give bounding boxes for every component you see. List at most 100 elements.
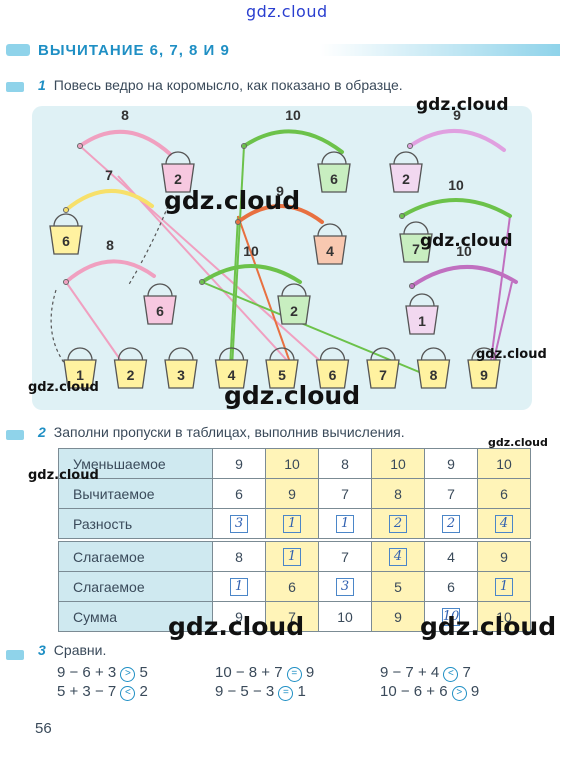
answer-box[interactable]: 2 — [389, 515, 407, 533]
watermark: gdz.cloud — [168, 612, 305, 641]
comparison-sign[interactable]: = — [278, 686, 294, 701]
yoke — [400, 198, 512, 218]
answer-box[interactable]: 3 — [230, 515, 248, 533]
bucket-label: 8 — [430, 367, 438, 383]
answer-box[interactable]: 4 — [389, 548, 407, 566]
top-bucket — [313, 235, 347, 265]
connector-line — [65, 281, 127, 369]
bucket-handle — [319, 347, 346, 361]
answer-box[interactable]: 1 — [230, 578, 248, 596]
answer-box[interactable]: 1 — [336, 515, 354, 533]
top-bucket — [399, 233, 433, 263]
header-bar — [0, 40, 560, 60]
yoke — [242, 129, 344, 154]
yoke-label: 10 — [243, 243, 259, 259]
yoke-label: 8 — [106, 237, 114, 253]
bottom-bucket — [63, 359, 97, 389]
answer-box[interactable]: 10 — [441, 608, 461, 626]
bucket-label: 3 — [177, 367, 185, 383]
yoke — [64, 259, 156, 284]
answer-box[interactable]: 2 — [442, 515, 460, 533]
table-cell: 10 — [477, 601, 531, 632]
comparison-right: 5 — [135, 664, 148, 681]
bucket-label: 6 — [329, 367, 337, 383]
task-marker-3 — [6, 650, 24, 660]
comparison-sign[interactable]: < — [120, 686, 136, 701]
bottom-bucket — [366, 359, 400, 389]
top-bucket — [277, 295, 311, 325]
page-title: ВЫЧИТАНИЕ 6, 7, 8 И 9 — [38, 42, 230, 59]
comparison-left: 10 − 6 + 6 — [380, 683, 452, 700]
watermark-top: gdz.cloud — [246, 2, 328, 21]
top-bucket — [317, 163, 351, 193]
task-1-text: Повесь ведро на коромысло, как показано … — [53, 77, 403, 93]
comparison-left: 9 − 5 − 3 — [215, 683, 279, 700]
watermark: gdz.cloud — [28, 468, 99, 483]
bucket-handle — [321, 151, 347, 165]
comparison-left: 10 − 8 + 7 — [215, 664, 287, 681]
task-3-text: Сравни. — [53, 642, 107, 658]
comparison-right: 9 — [301, 664, 315, 681]
yoke-label: 10 — [456, 243, 472, 259]
table-cell: 10 — [371, 448, 425, 479]
bucket-handle — [147, 283, 173, 297]
table-cell: 10 — [477, 448, 531, 479]
top-bucket — [405, 305, 439, 335]
dotted-connector — [127, 205, 169, 287]
connector-line — [237, 215, 293, 369]
table-cell: 10 — [265, 448, 319, 479]
comparison-left: 9 − 6 + 3 — [57, 664, 121, 681]
answer-box[interactable]: 1 — [283, 515, 301, 533]
watermark: gdz.cloud — [476, 347, 547, 362]
table-cell: 1 — [477, 571, 531, 602]
watermark: gdz.cloud — [164, 186, 301, 215]
table-cell: 10 — [424, 601, 478, 632]
row-label: Слагаемое — [58, 571, 213, 602]
top-bucket — [49, 225, 83, 255]
comparison-item: 10 − 8 + 7 = 9 — [215, 664, 314, 682]
connector-line — [201, 281, 425, 375]
connector-line — [117, 175, 295, 369]
answer-box[interactable]: 1 — [283, 548, 301, 566]
bucket-handle — [165, 151, 191, 165]
bucket-label: 4 — [228, 367, 236, 383]
bottom-bucket — [416, 359, 451, 389]
comparison-left: 9 − 7 + 4 — [380, 664, 444, 681]
answer-box[interactable]: 1 — [495, 578, 513, 596]
comparison-sign[interactable]: > — [451, 686, 467, 701]
yoke-label: 10 — [448, 177, 464, 193]
comparison-sign[interactable]: = — [286, 667, 302, 682]
answer-box[interactable]: 3 — [336, 578, 354, 596]
answer-box[interactable]: 4 — [495, 515, 513, 533]
top-bucket — [161, 163, 195, 193]
yoke-label: 10 — [285, 107, 301, 123]
watermark: gdz.cloud — [224, 381, 361, 410]
bottom-bucket — [467, 359, 501, 389]
yoke — [408, 128, 506, 152]
row-label: Разность — [58, 508, 213, 539]
row-label: Слагаемое — [58, 541, 213, 572]
comparison-sign[interactable]: < — [443, 667, 459, 682]
watermark: gdz.cloud — [488, 436, 548, 449]
comparison-sign[interactable]: > — [120, 667, 136, 682]
table-row: Разность 3 1 1 2 2 4 — [58, 508, 531, 539]
bottom-bucket — [113, 359, 148, 389]
yoke — [200, 264, 302, 284]
table-cell: 8 — [212, 541, 266, 572]
bucket-label: 7 — [379, 367, 387, 383]
header-stripe-right — [320, 44, 560, 56]
comparison-item: 9 − 6 + 3 > 5 — [57, 664, 148, 682]
bottom-bucket — [265, 359, 299, 389]
connector-line — [491, 281, 513, 369]
task-1-number: 1 — [38, 77, 46, 93]
bucket-label: 2 — [127, 367, 135, 383]
row-label: Вычитаемое — [58, 478, 213, 509]
page-number: 56 — [35, 720, 52, 737]
bottom-bucket — [214, 359, 249, 389]
yoke-label: 9 — [453, 107, 461, 123]
table-cell: 6 — [424, 571, 478, 602]
